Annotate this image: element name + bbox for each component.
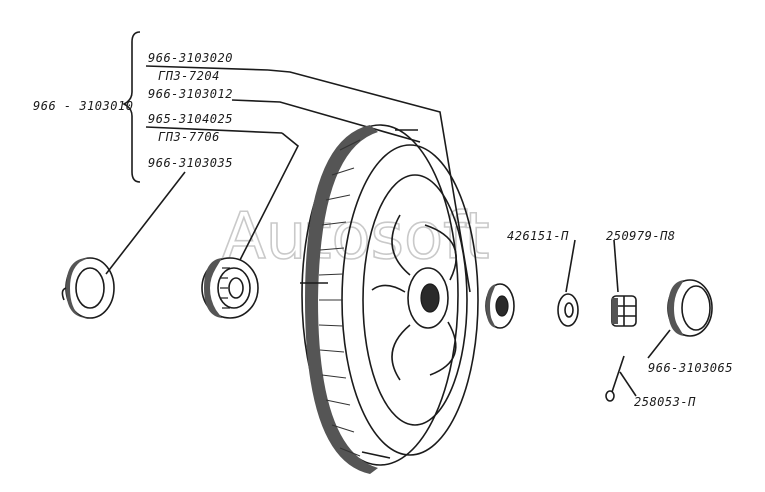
bearing-race-part [61,257,115,319]
leader-nut [565,239,576,293]
assembly-bracket [122,31,141,183]
inner-bearing-part [485,283,515,329]
wheel-hub-part [300,124,479,474]
watermark-text: Autosoft [222,200,490,274]
cotter-pin-part [605,355,625,402]
leader-966-3103012 [231,99,421,143]
leader-castle-nut [613,239,619,293]
label-966-3103035: 966-3103035 [148,156,233,170]
castle-nut-part [611,295,637,327]
leader-965-3104025 [239,132,300,261]
washer-part [557,293,579,327]
label-cotter-pin: 258053-П [634,395,696,409]
label-gpz-7204: ГПЗ-7204 [158,69,220,83]
label-965-3104025: 965-3104025 [148,112,233,126]
label-castle-nut: 250979-П8 [606,229,676,243]
roller-bearing-part [201,257,259,319]
underline-2 [145,126,283,134]
leader-cap [647,329,671,359]
leader-966-3103035 [105,171,186,275]
leader-966-3103020 [267,69,471,293]
label-gpz-7706: ГПЗ-7706 [158,130,220,144]
hub-cap-part [667,279,713,337]
label-cap: 966-3103065 [648,361,733,375]
underline-1 [145,65,269,71]
leader-cotter-pin [619,371,637,397]
assembly-label: 966 - 3103010 [33,99,133,113]
label-nut: 426151-П [507,229,569,243]
label-966-3103012: 966-3103012 [148,87,233,101]
label-966-3103020: 966-3103020 [148,51,233,65]
